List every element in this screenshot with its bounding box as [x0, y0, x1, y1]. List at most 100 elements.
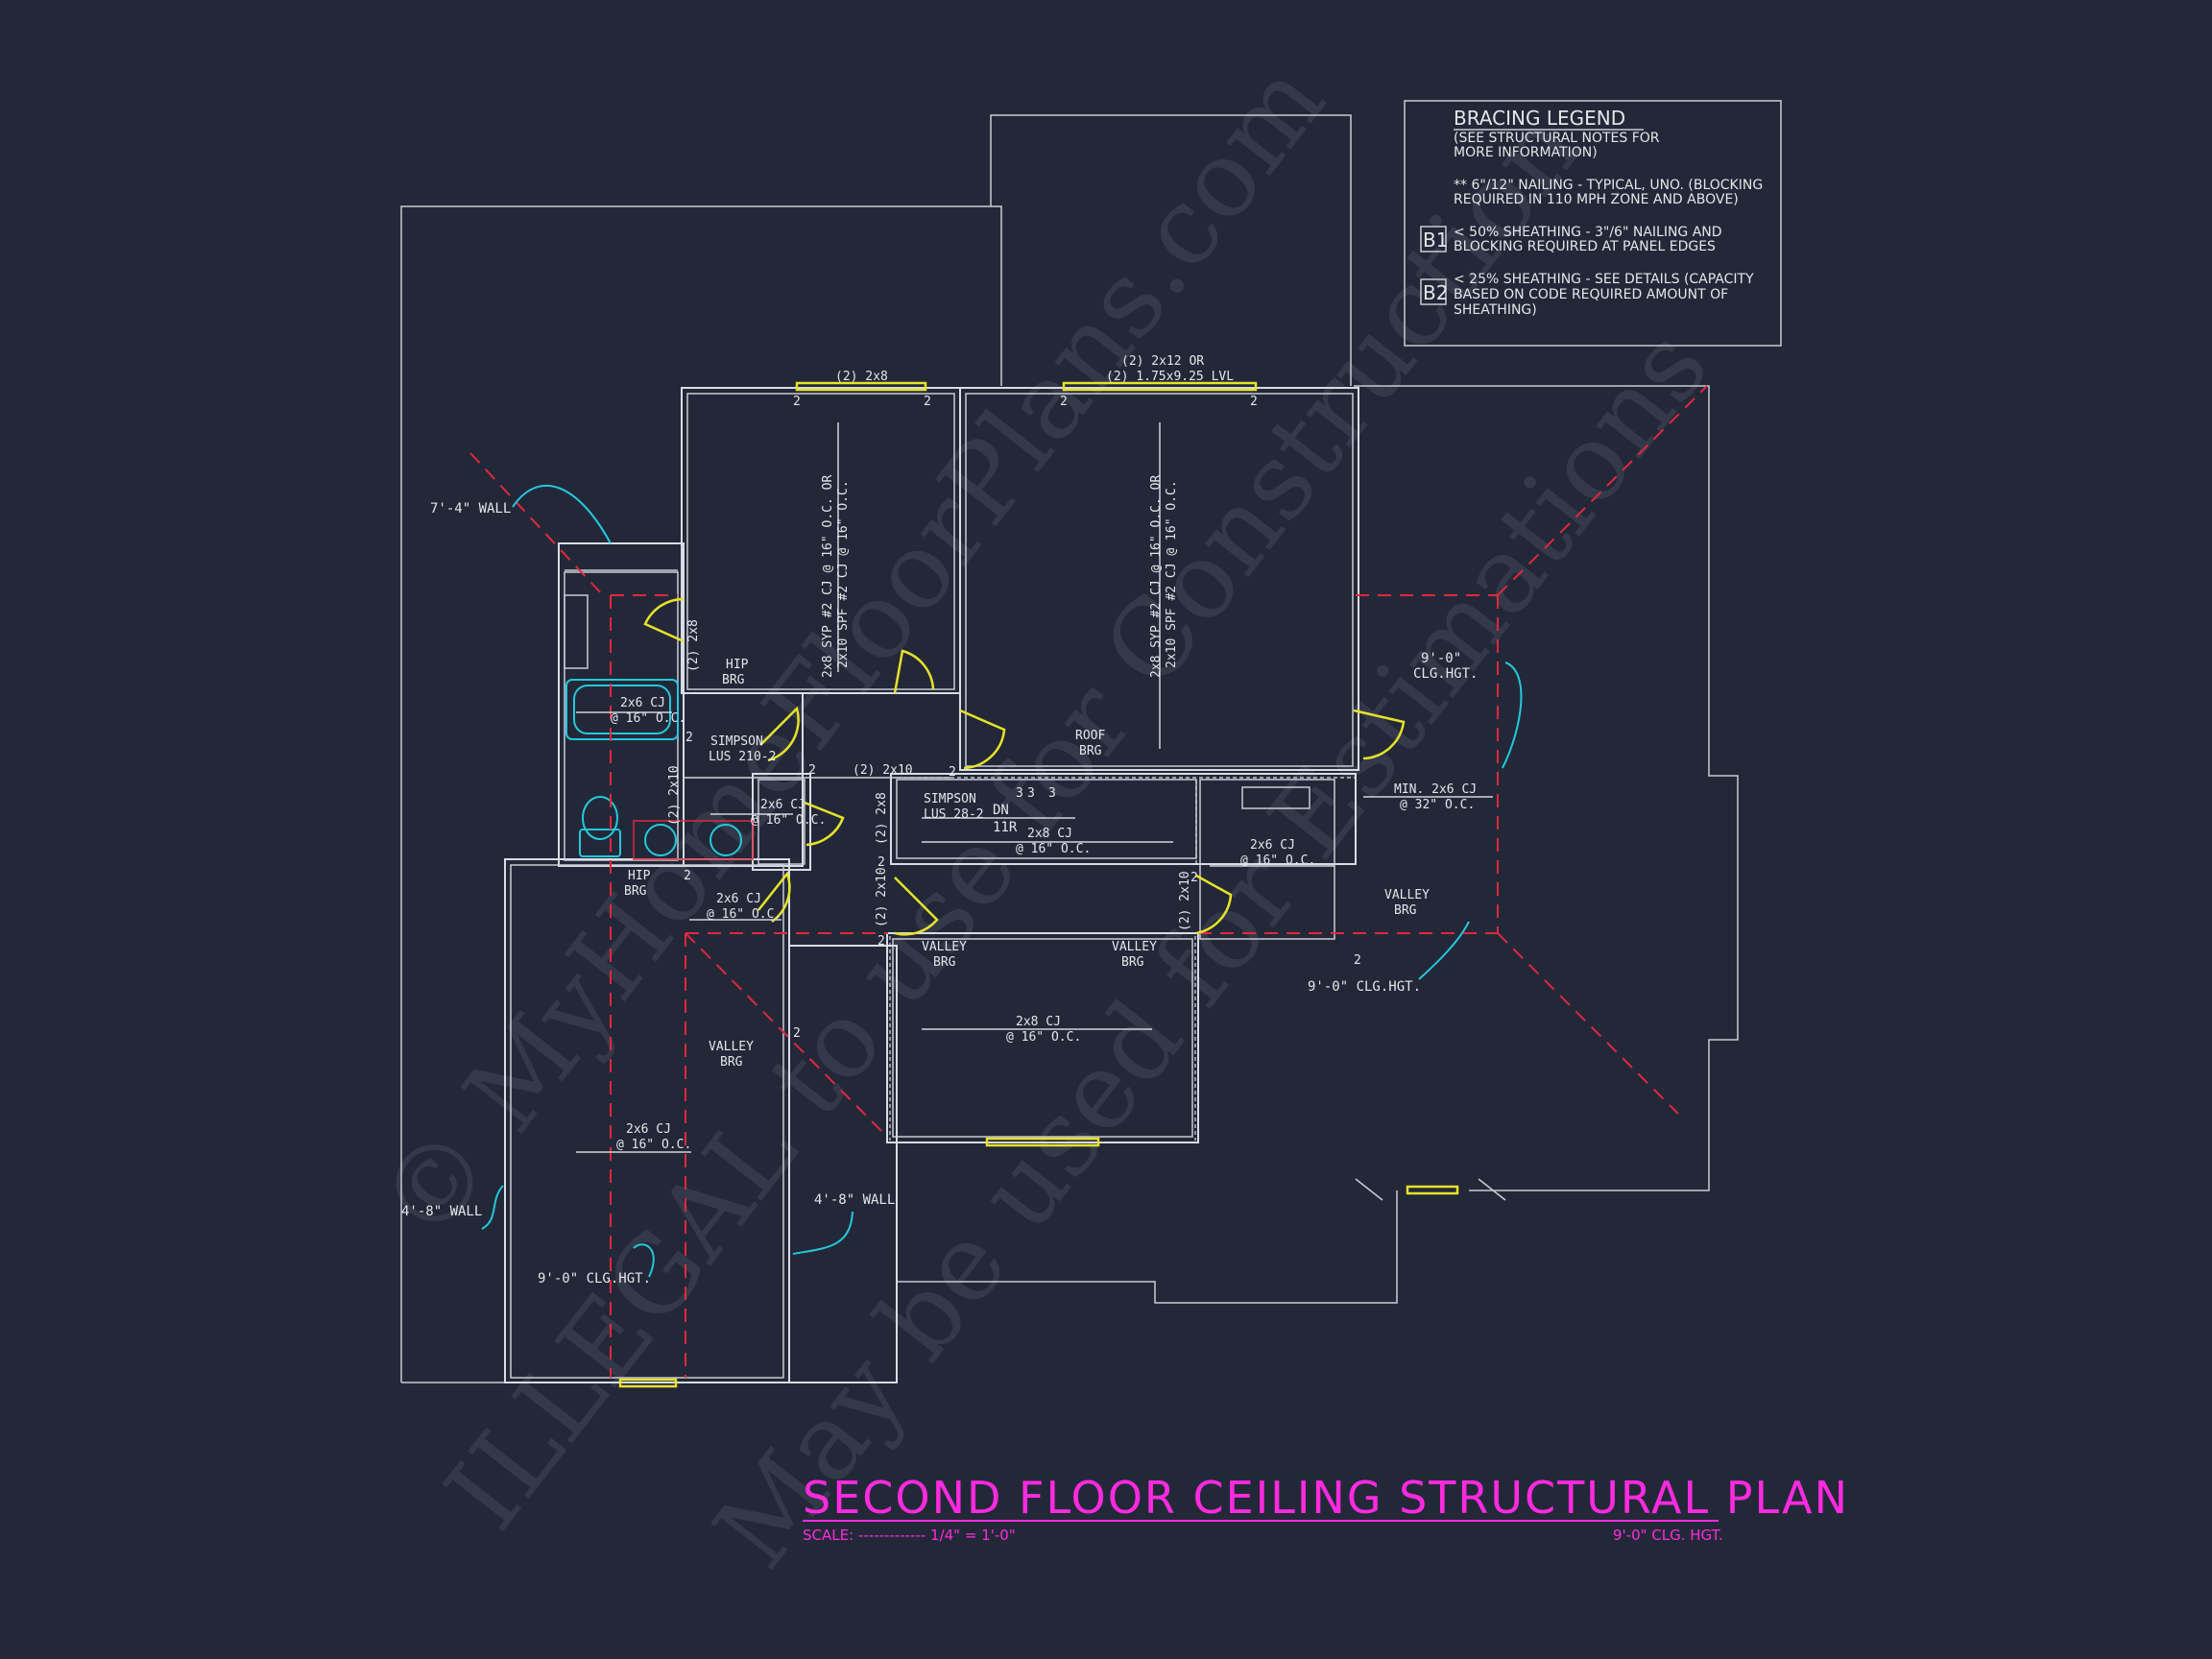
label-hip-brg-b: BRG — [722, 673, 745, 687]
outline-top-left — [400, 205, 1002, 1382]
stair-wall — [890, 773, 1357, 865]
label-hip-brg2-b: BRG — [624, 884, 647, 899]
label-cj-bonus-a: 2x8 CJ — [1016, 1015, 1061, 1029]
bedroom-1-wall-inner — [686, 393, 955, 690]
label-n2-j: 2 — [878, 934, 885, 949]
legend-note-2: MORE INFORMATION) — [1454, 145, 1598, 160]
door-bonus-right — [1195, 874, 1233, 935]
legend-b2-line1: < 25% SHEATHING - SEE DETAILS (CAPACITY — [1454, 272, 1754, 287]
window-right-break-1 — [1355, 1178, 1383, 1201]
label-n3-a: 3 — [1016, 786, 1023, 801]
bracing-legend: BRACING LEGEND (SEE STRUCTURAL NOTES FOR… — [1404, 100, 1782, 347]
label-header-2x8: (2) 2x8 — [835, 370, 888, 384]
label-n2-h: 2 — [949, 765, 956, 780]
label-simpson1-a: SIMPSON — [710, 734, 763, 749]
leader-clg-right — [1502, 661, 1523, 769]
joist-arrows — [576, 422, 1493, 1153]
label-valley-brg3-a: VALLEY — [1384, 888, 1430, 902]
toilet-tank-icon — [579, 829, 621, 857]
label-cj-min-a: MIN. 2x6 CJ — [1394, 782, 1477, 797]
label-n2-c: 2 — [1060, 395, 1068, 409]
label-n2-k: 2 — [1190, 871, 1198, 885]
bathtub-inner-icon — [573, 685, 671, 734]
label-cj-bath-b: @ 16" O.C. — [611, 711, 685, 726]
leader-clg-right-low — [1418, 921, 1470, 980]
label-cj-br2-a: 2x8 SYP #2 CJ @ 16" O.C. OR — [1149, 475, 1164, 678]
bedroom-2-wall — [959, 387, 1359, 771]
label-valley-brg1-a: VALLEY — [922, 940, 967, 954]
label-risers: 11R — [993, 820, 1018, 835]
bathtub-icon — [565, 679, 679, 740]
label-clg-right-low: 9'-0" CLG.HGT. — [1308, 979, 1421, 995]
windows — [618, 381, 1506, 1388]
toilet-bowl-icon — [582, 796, 618, 840]
window-right — [1406, 1185, 1459, 1195]
label-cj-min-b: @ 32" O.C. — [1400, 798, 1475, 812]
label-cj-closet-a: 2x6 CJ — [1250, 838, 1295, 853]
legend-heading: BRACING LEGEND — [1454, 107, 1625, 130]
legend-b1-box — [1420, 226, 1447, 252]
label-cj-br1-b: 2x10 SPF #2 CJ @ 16" O.C. — [836, 480, 851, 668]
label-n2-d: 2 — [1250, 395, 1258, 409]
window-bedroom-2 — [1062, 381, 1258, 392]
label-n2-m: 2 — [793, 1026, 801, 1041]
label-cj-hall-b: @ 16" O.C. — [751, 813, 826, 828]
label-n2-l: 2 — [1354, 953, 1361, 968]
bath-closet — [564, 594, 589, 669]
label-n3-c: 3 — [1048, 786, 1056, 801]
legend-b2-line2: BASED ON CODE REQUIRED AMOUNT OF — [1454, 287, 1728, 302]
door-right-bedroom — [1353, 709, 1406, 760]
label-clg-right-b: CLG.HGT. — [1413, 666, 1478, 682]
label-hdr-2x8-v2: (2) 2x8 — [875, 792, 889, 845]
label-roof-brg-a: ROOF — [1075, 729, 1105, 743]
label-valley-brg4-b: BRG — [720, 1055, 743, 1070]
label-valley-brg1-b: BRG — [933, 955, 956, 970]
legend-b2-box — [1420, 278, 1447, 305]
interior-walls — [504, 387, 1359, 1383]
title-block: SECOND FLOOR CEILING STRUCTURAL PLAN SCA… — [803, 1472, 1849, 1544]
legend-b2-line3: SHEATHING) — [1454, 302, 1537, 318]
plan-ceiling-height: 9'-0" CLG. HGT. — [1613, 1527, 1723, 1544]
label-simpson1-b: LUS 210-2 — [709, 750, 776, 764]
legend-note-1: (SEE STRUCTURAL NOTES FOR — [1454, 131, 1660, 146]
window-right-break-2 — [1478, 1178, 1506, 1201]
label-cj-bonus-b: @ 16" O.C. — [1006, 1030, 1081, 1045]
plan-scale: SCALE: ------------- 1/4" = 1'-0" — [803, 1527, 1016, 1544]
legend-b1-line2: BLOCKING REQUIRED AT PANEL EDGES — [1454, 239, 1716, 254]
label-cj-garage-a: 2x6 CJ — [626, 1122, 671, 1137]
leaders — [481, 484, 1523, 1278]
label-valley-brg4-a: VALLEY — [709, 1040, 754, 1054]
hip-line-1 — [469, 452, 604, 596]
label-valley-brg2-a: VALLEY — [1112, 940, 1157, 954]
bath-fixtures — [565, 679, 754, 860]
door-bonus-left — [894, 877, 939, 936]
label-hip-brg-a: HIP — [726, 658, 749, 672]
label-n2-e: 2 — [685, 731, 693, 745]
legend-item0-line2: REQUIRED IN 110 MPH ZONE AND ABOVE) — [1454, 192, 1739, 207]
garage-left-wall-inner — [510, 864, 784, 1379]
plan-labels: (2) 2x8 (2) 2x12 OR (2) 1.75x9.25 LVL 7'… — [401, 354, 1478, 1286]
label-n2-b: 2 — [924, 395, 931, 409]
leader-wall-74 — [512, 484, 612, 544]
legend-box — [1404, 100, 1782, 347]
valley-line-2 — [685, 932, 884, 1134]
door-bath — [643, 597, 685, 643]
label-n2-a: 2 — [793, 395, 801, 409]
label-n2-f: 2 — [808, 763, 816, 778]
roof-lines — [469, 385, 1708, 1378]
label-hdr-2x8-v1: (2) 2x8 — [686, 619, 701, 672]
label-hdr-2x10: (2) 2x10 — [853, 763, 913, 778]
label-cj-stair-b: @ 16" O.C. — [1016, 842, 1091, 856]
closet-shelf — [1241, 786, 1310, 809]
label-n3-b: 3 — [1027, 786, 1035, 801]
plan-title: SECOND FLOOR CEILING STRUCTURAL PLAN — [803, 1472, 1849, 1524]
label-cj-closet-b: @ 16" O.C. — [1240, 854, 1315, 868]
vanity-outline — [633, 820, 754, 860]
window-garage — [618, 1378, 678, 1388]
sink-left-icon — [644, 824, 677, 856]
bonus-room-wall-inner — [892, 938, 1193, 1138]
closet-wall — [1199, 779, 1335, 940]
door-laundry — [804, 801, 845, 847]
label-cj-stair-a: 2x8 CJ — [1027, 827, 1072, 841]
